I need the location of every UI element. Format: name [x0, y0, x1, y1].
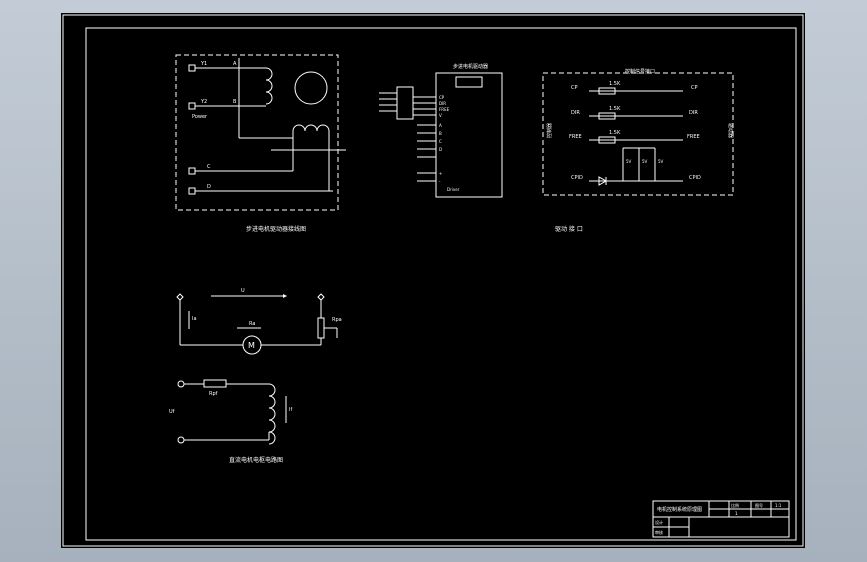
- interface-right-free: FREE: [687, 134, 700, 140]
- outer-frame: [62, 14, 804, 547]
- stepper-wiring-caption: 步进电机驱动器接线图: [246, 225, 306, 233]
- title-block-scale: 1:1: [775, 503, 782, 508]
- driver-pin-dir: DIR: [439, 101, 446, 106]
- field-current-label: If: [289, 407, 292, 413]
- driver-board-title: 步进电机驱动器: [453, 63, 488, 70]
- voltage-label: U: [241, 288, 245, 294]
- title-block-checker: 审核: [655, 529, 663, 535]
- interface-bottom-left: CPID: [571, 175, 583, 181]
- driver-board-bottom-label: Driver: [447, 187, 460, 192]
- armature-current-label: Ia: [192, 316, 197, 322]
- interface-bottom-right: CPID: [689, 175, 701, 181]
- driver-pin-a: A: [439, 123, 442, 128]
- title-block-designer: 设计: [655, 519, 663, 525]
- interface-caption: 驱动 接 口: [555, 225, 583, 233]
- resistor-value-dir: 1.5K: [609, 106, 621, 112]
- terminal-label-y1: Y1: [200, 61, 207, 67]
- interface-right-label: 驱动器: [727, 123, 734, 138]
- driver-pin-b: B: [439, 131, 442, 136]
- power-box-label: Power: [192, 114, 208, 120]
- schematic-drawing: Y1 Y2 A B C D Power 步进电机驱动器接线图 步进电机驱动器 C…: [62, 14, 804, 547]
- terminal-label-d: D: [207, 184, 211, 190]
- dc-motor-caption: 直流电机电枢电路图: [229, 456, 283, 464]
- interface-left-free: FREE: [569, 134, 582, 140]
- title-block-material: 比例: [731, 502, 739, 508]
- driver-pin-free: FREE: [439, 107, 450, 112]
- driver-pin-d: D: [439, 147, 442, 152]
- resistor-value-cp: 1.5K: [609, 81, 621, 87]
- armature-resistance-label: Ra: [249, 321, 255, 327]
- field-rheostat-label: Rpf: [209, 391, 218, 397]
- terminal-label-b: B: [233, 99, 237, 105]
- driver-pin-cp: CP: [439, 95, 445, 100]
- armature-rheostat-label: Rpa: [332, 317, 342, 323]
- driver-pin-plus: +: [439, 171, 442, 176]
- interface-right-cp: CP: [691, 85, 698, 91]
- terminal-label-y2: Y2: [200, 99, 207, 105]
- driver-pin-v: V: [439, 113, 442, 118]
- driver-board: 步进电机驱动器 CP DIR FREE V A B C D + - Driver: [379, 63, 503, 198]
- dc-motor-label: M: [248, 341, 255, 350]
- interface-circuit: 控制信号接口 控制器 驱动器 1.5K 1.5K 1.5K CP CP DIR …: [542, 68, 734, 233]
- led-label-1: 5V: [626, 159, 632, 164]
- driver-pin-minus: -: [439, 179, 441, 184]
- interface-title: 控制信号接口: [625, 68, 655, 75]
- dc-motor-circuit: M U Ia Ra Rpa Uf If Rpf 直流电机电枢电路图: [169, 288, 342, 464]
- title-block-sheet: 图号: [755, 502, 763, 508]
- terminal-label-c: C: [207, 164, 211, 170]
- led-label-3: 5V: [658, 159, 664, 164]
- terminal-label-a: A: [233, 61, 237, 67]
- resistor-value-free: 1.5K: [609, 130, 621, 136]
- field-voltage-label: Uf: [169, 409, 175, 415]
- title-block-name: 电机控制系统原理图: [657, 506, 702, 513]
- interface-left-label: 控制器: [546, 123, 553, 138]
- drawing-sheet: Y1 Y2 A B C D Power 步进电机驱动器接线图 步进电机驱动器 C…: [61, 13, 805, 548]
- interface-left-dir: DIR: [571, 110, 580, 116]
- title-block-sheet-no: 1: [735, 511, 738, 516]
- stepper-motor-rotor: [294, 71, 328, 105]
- interface-left-cp: CP: [571, 85, 578, 91]
- title-block: 电机控制系统原理图 比例 图号 1:1 1 设计 审核: [652, 500, 790, 538]
- driver-pin-c: C: [439, 139, 442, 144]
- inner-frame: [85, 27, 797, 541]
- interface-right-dir: DIR: [689, 110, 698, 116]
- stepper-wiring-diagram: Y1 Y2 A B C D Power 步进电机驱动器接线图: [175, 54, 346, 233]
- led-label-2: 5V: [642, 159, 648, 164]
